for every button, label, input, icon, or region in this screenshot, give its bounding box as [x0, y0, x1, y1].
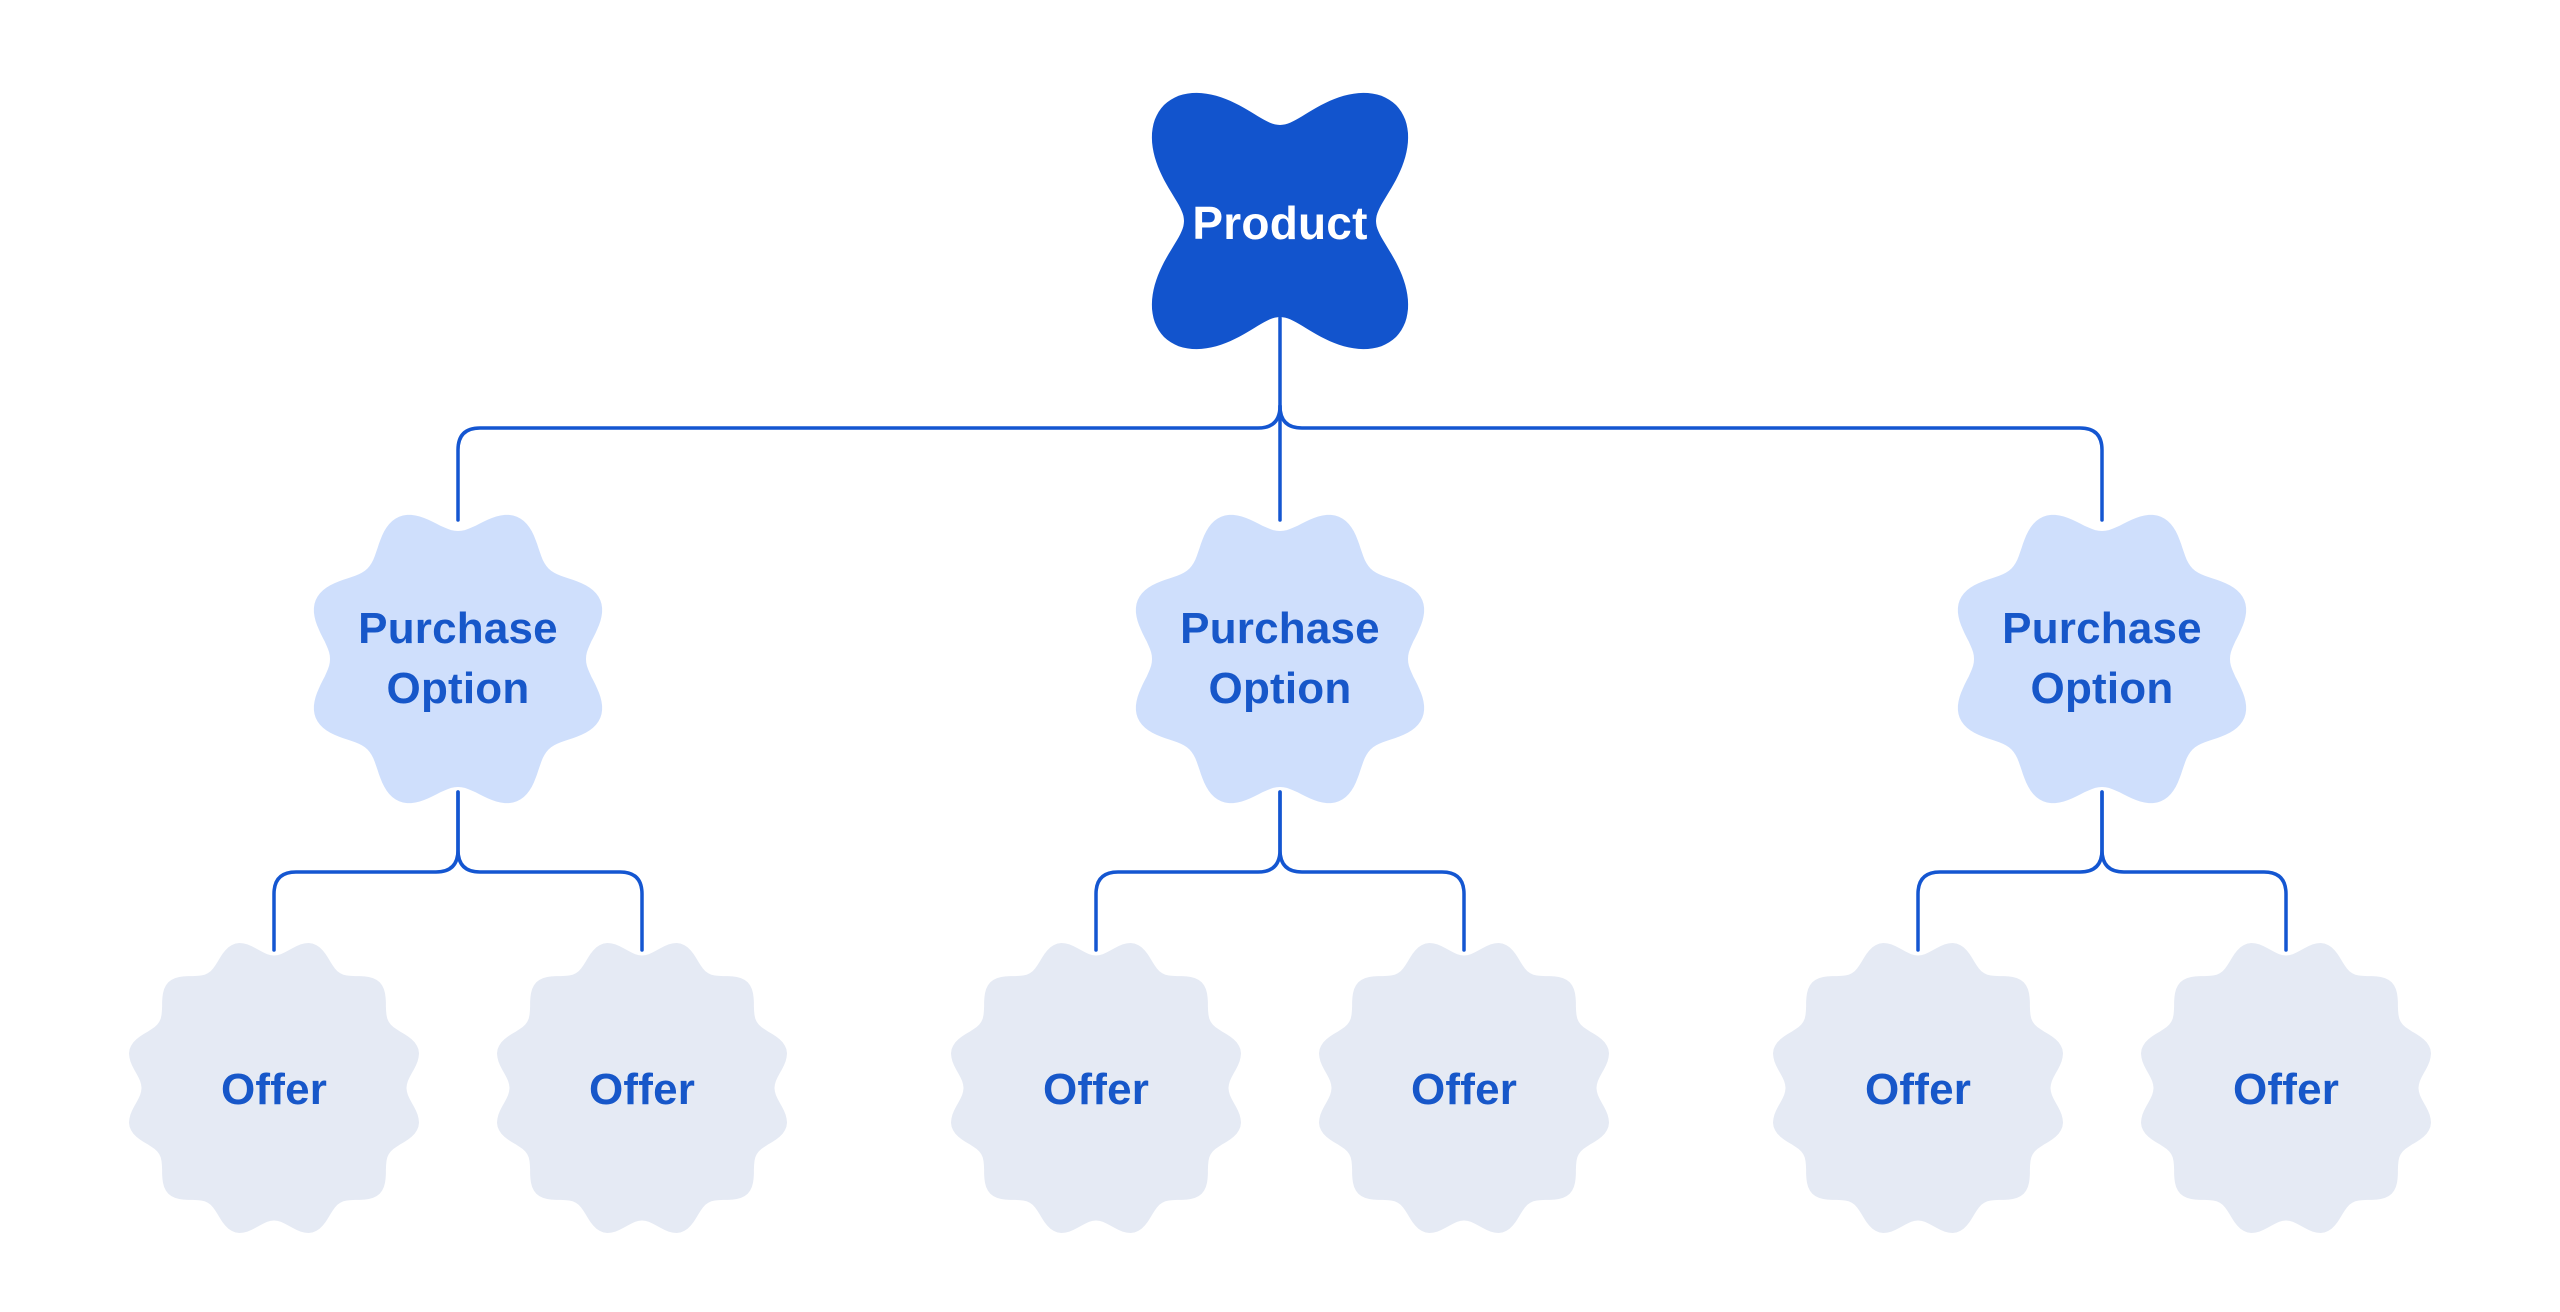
offer-node-label-5: Offer — [1864, 1065, 1972, 1114]
connector-option1-to-offer1 — [272, 790, 460, 952]
purchase-option-node-shape-1 — [313, 514, 603, 804]
offer-node-shape-6 — [2141, 943, 2431, 1233]
connector-product-to-option-right — [1278, 404, 2104, 522]
offer-node-label-4: Offer — [1410, 1065, 1518, 1114]
offer-node-shape-2 — [497, 943, 787, 1233]
offer-node-shape-1 — [129, 943, 419, 1233]
offer-node-label-1: Offer — [220, 1065, 328, 1114]
connector-option3-to-offer2 — [2100, 790, 2288, 952]
offer-node-label-3: Offer — [1042, 1065, 1150, 1114]
connector-option2-to-offer2 — [1278, 790, 1466, 952]
offer-node-shape-4 — [1319, 943, 1609, 1233]
purchase-option-node-label-3: Purchase Option — [2002, 604, 2202, 713]
purchase-option-node-label-2: Purchase Option — [1180, 604, 1380, 713]
connectors-options-to-offers — [272, 790, 2288, 952]
purchase-option-node-shape-2 — [1135, 514, 1425, 804]
offer-node-label-6: Offer — [2232, 1065, 2340, 1114]
offer-node-label-2: Offer — [588, 1065, 696, 1114]
connector-product-to-option-left — [456, 404, 1282, 522]
offer-node-shape-5 — [1773, 943, 2063, 1233]
offer-node-shape-3 — [951, 943, 1241, 1233]
connector-option2-to-offer1 — [1094, 790, 1282, 952]
connector-option1-to-offer2 — [456, 790, 644, 952]
connectors-product-to-options — [456, 316, 2104, 522]
product-node-label: Product — [1192, 197, 1368, 249]
connector-option3-to-offer1 — [1916, 790, 2104, 952]
node-shapes — [129, 92, 2431, 1233]
product-node-shape — [1151, 92, 1409, 350]
purchase-option-node-shape-3 — [1957, 514, 2247, 804]
purchase-option-node-label-1: Purchase Option — [358, 604, 558, 713]
